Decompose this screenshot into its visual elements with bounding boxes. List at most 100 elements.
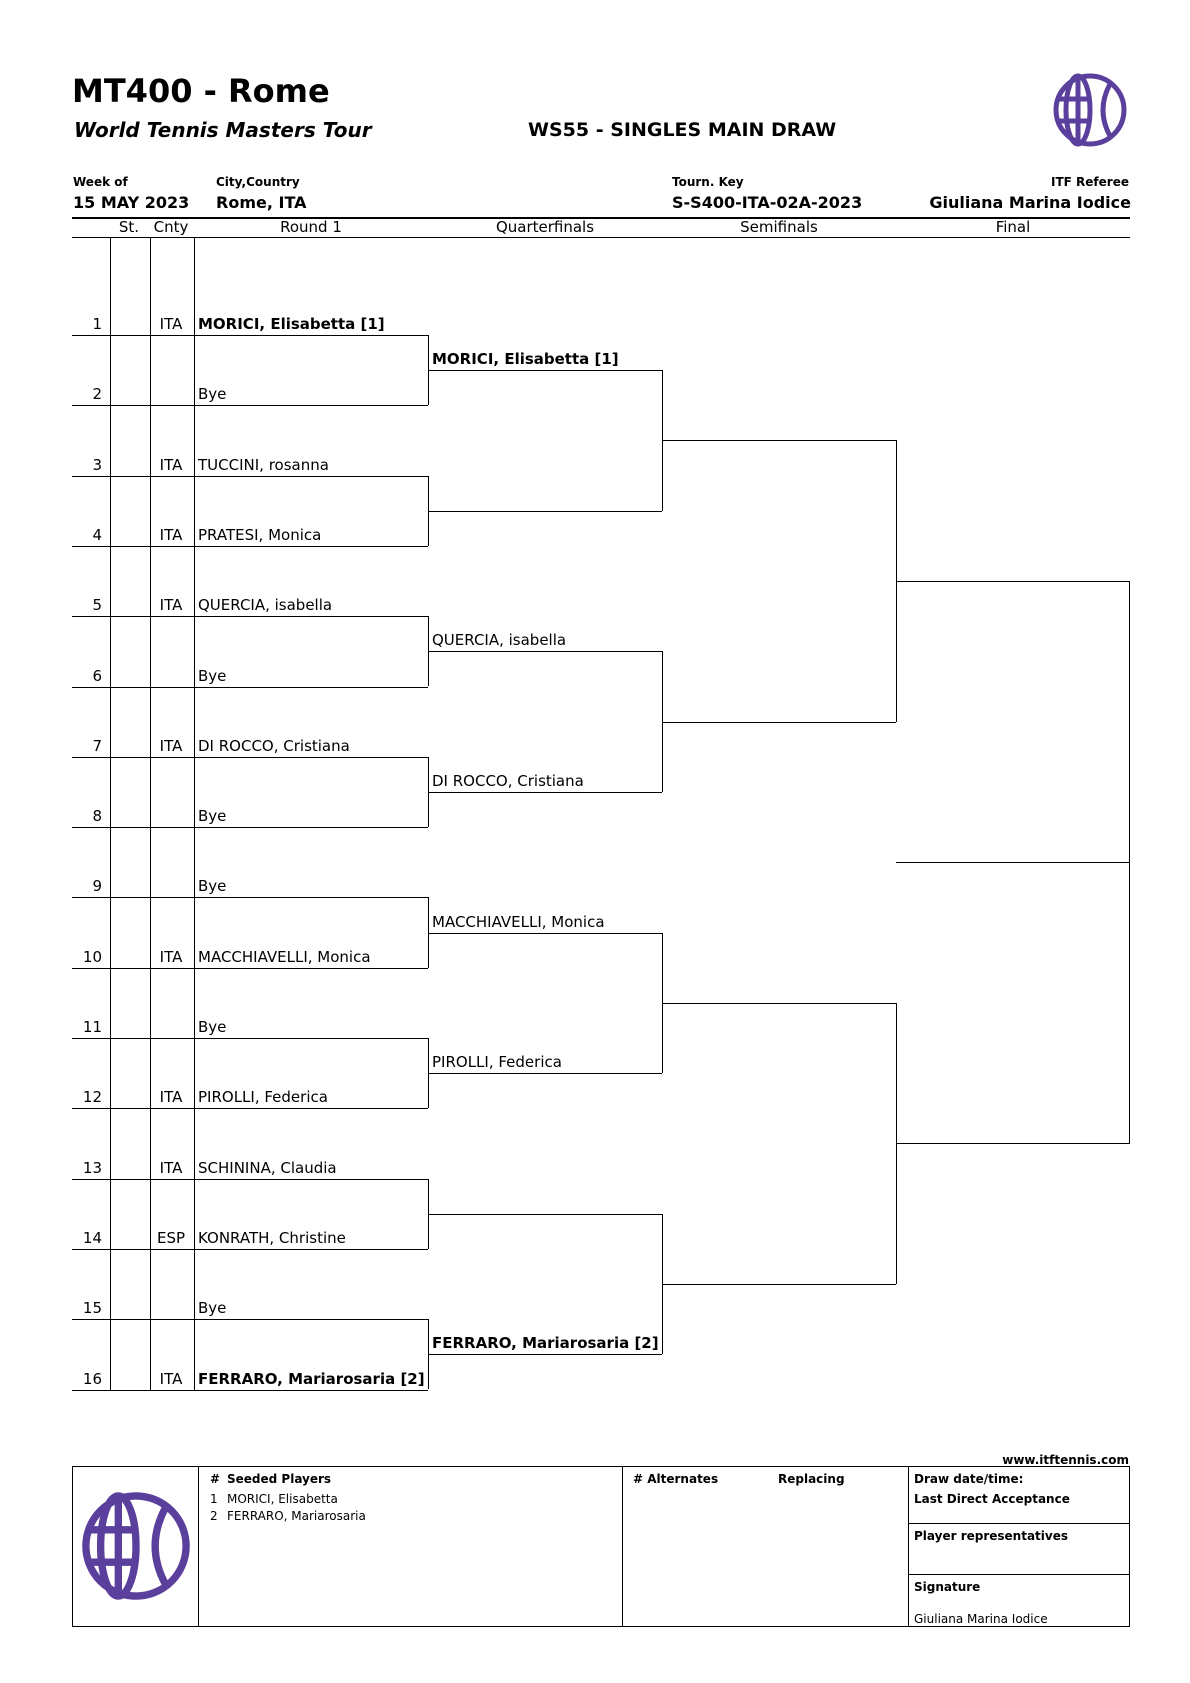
draw-line [72, 967, 428, 969]
seeded-hash: # [210, 1472, 221, 1486]
draw-line [110, 1319, 194, 1320]
col-st: St. [118, 218, 140, 236]
player-name[interactable]: QUERCIA, isabella [198, 596, 333, 615]
footer-divider-3 [908, 1466, 909, 1627]
tourn-key-value: S-S400-ITA-02A-2023 [672, 193, 863, 212]
website-link[interactable]: www.itftennis.com [1002, 1453, 1129, 1467]
sf-line [662, 1002, 896, 1004]
itf-logo-icon [1053, 73, 1127, 147]
seed-2-num: 2 [210, 1509, 218, 1523]
qf-line [428, 1213, 662, 1215]
tourn-key-label: Tourn. Key [672, 175, 744, 189]
draw-position-number: 9 [92, 877, 102, 896]
city-value: Rome, ITA [216, 193, 307, 212]
draw-line [72, 1108, 428, 1110]
draw-position-number: 2 [92, 385, 102, 404]
draw-position-number: 6 [92, 666, 102, 685]
player-country: ITA [159, 315, 183, 333]
col-round1: Round 1 [280, 218, 342, 236]
winner-line [896, 862, 1130, 864]
bracket-connector [428, 897, 429, 968]
qf-player-name[interactable]: QUERCIA, isabella [432, 631, 567, 650]
page-title: MT400 - Rome [72, 72, 330, 110]
player-name[interactable]: TUCCINI, rosanna [198, 455, 329, 474]
player-name[interactable]: PRATESI, Monica [198, 525, 322, 544]
draw-position-number: 8 [92, 807, 102, 826]
draw-line [110, 757, 194, 758]
qf-player-name[interactable]: PIROLLI, Federica [432, 1053, 562, 1072]
week-label: Week of [73, 175, 128, 189]
draw-line [72, 1319, 428, 1321]
draw-position-number: 13 [82, 1158, 102, 1177]
seed-2-name: FERRARO, Mariarosaria [227, 1509, 366, 1523]
replacing-label: Replacing [778, 1472, 845, 1486]
draw-line [110, 968, 194, 969]
draw-position-number: 3 [92, 455, 102, 474]
draw-line [72, 1248, 428, 1250]
player-name[interactable]: Bye [198, 1018, 227, 1036]
qf-player-name[interactable]: MACCHIAVELLI, Monica [432, 912, 605, 931]
itf-footer-logo-icon [82, 1492, 190, 1600]
draw-position-number: 5 [92, 596, 102, 615]
sf-line [662, 1284, 896, 1286]
draw-line [72, 475, 428, 477]
col-quarterfinals: Quarterfinals [495, 218, 595, 236]
draw-position-number: 7 [92, 736, 102, 755]
footer-box [72, 1466, 1130, 1627]
draw-position-number: 15 [82, 1299, 102, 1318]
bracket-connector [428, 1319, 429, 1390]
draw-grid-line [194, 237, 195, 1390]
player-name[interactable]: Bye [198, 385, 227, 404]
player-name[interactable]: KONRATH, Christine [198, 1228, 346, 1247]
draw-grid-line [110, 237, 111, 1390]
seed-1-name: MORICI, Elisabetta [227, 1492, 338, 1506]
draw-position-number: 16 [82, 1369, 102, 1388]
qf-line [428, 510, 662, 512]
player-country: ITA [159, 596, 183, 615]
qf-player-name[interactable]: FERRARO, Mariarosaria [2] [432, 1334, 659, 1353]
player-name[interactable]: MACCHIAVELLI, Monica [198, 947, 371, 966]
qf-line [428, 932, 662, 934]
seed-1-num: 1 [210, 1492, 218, 1506]
player-name[interactable]: Bye [198, 666, 227, 685]
player-name[interactable]: Bye [198, 877, 227, 896]
qf-line [428, 791, 662, 793]
draw-line [72, 686, 428, 688]
player-name[interactable]: FERRARO, Mariarosaria [2] [198, 1369, 425, 1388]
player-name[interactable]: DI ROCCO, Cristiana [198, 736, 350, 755]
draw-position-number: 1 [92, 315, 102, 333]
player-name[interactable]: Bye [198, 807, 227, 826]
col-semifinals: Semifinals [740, 218, 818, 236]
footer-divider-2 [622, 1466, 623, 1627]
draw-line [110, 897, 194, 898]
player-name[interactable]: Bye [198, 1299, 227, 1318]
player-country: ITA [159, 525, 183, 544]
draw-grid-line [150, 237, 151, 1390]
player-name[interactable]: SCHININA, Claudia [198, 1158, 337, 1177]
player-country: ITA [159, 736, 183, 755]
qf-line [428, 651, 662, 653]
player-representatives-label: Player representatives [914, 1529, 1069, 1543]
tour-name: World Tennis Masters Tour [74, 118, 372, 142]
draw-position-number: 11 [82, 1018, 102, 1036]
footer-divider-4 [908, 1523, 1130, 1524]
col-cnty: Cnty [153, 218, 189, 236]
sf-line [662, 721, 896, 723]
draw-line [110, 1179, 194, 1180]
player-country: ITA [159, 1088, 183, 1107]
bracket-connector [428, 475, 429, 546]
header-divider [72, 217, 1130, 219]
signature-name: Giuliana Marina Iodice [914, 1612, 1048, 1626]
draw-position-number: 10 [82, 947, 102, 966]
player-name[interactable]: MORICI, Elisabetta [1] [198, 315, 385, 333]
draw-line [72, 545, 428, 547]
player-name[interactable]: PIROLLI, Federica [198, 1088, 328, 1107]
draw-line [72, 616, 428, 618]
footer-divider-1 [198, 1466, 199, 1627]
event-title: WS55 - SINGLES MAIN DRAW [528, 119, 837, 141]
draw-line [72, 897, 428, 899]
qf-player-name[interactable]: DI ROCCO, Cristiana [432, 771, 584, 790]
draw-line [110, 687, 194, 688]
qf-player-name[interactable]: MORICI, Elisabetta [1] [432, 350, 619, 369]
draw-line [110, 335, 194, 336]
